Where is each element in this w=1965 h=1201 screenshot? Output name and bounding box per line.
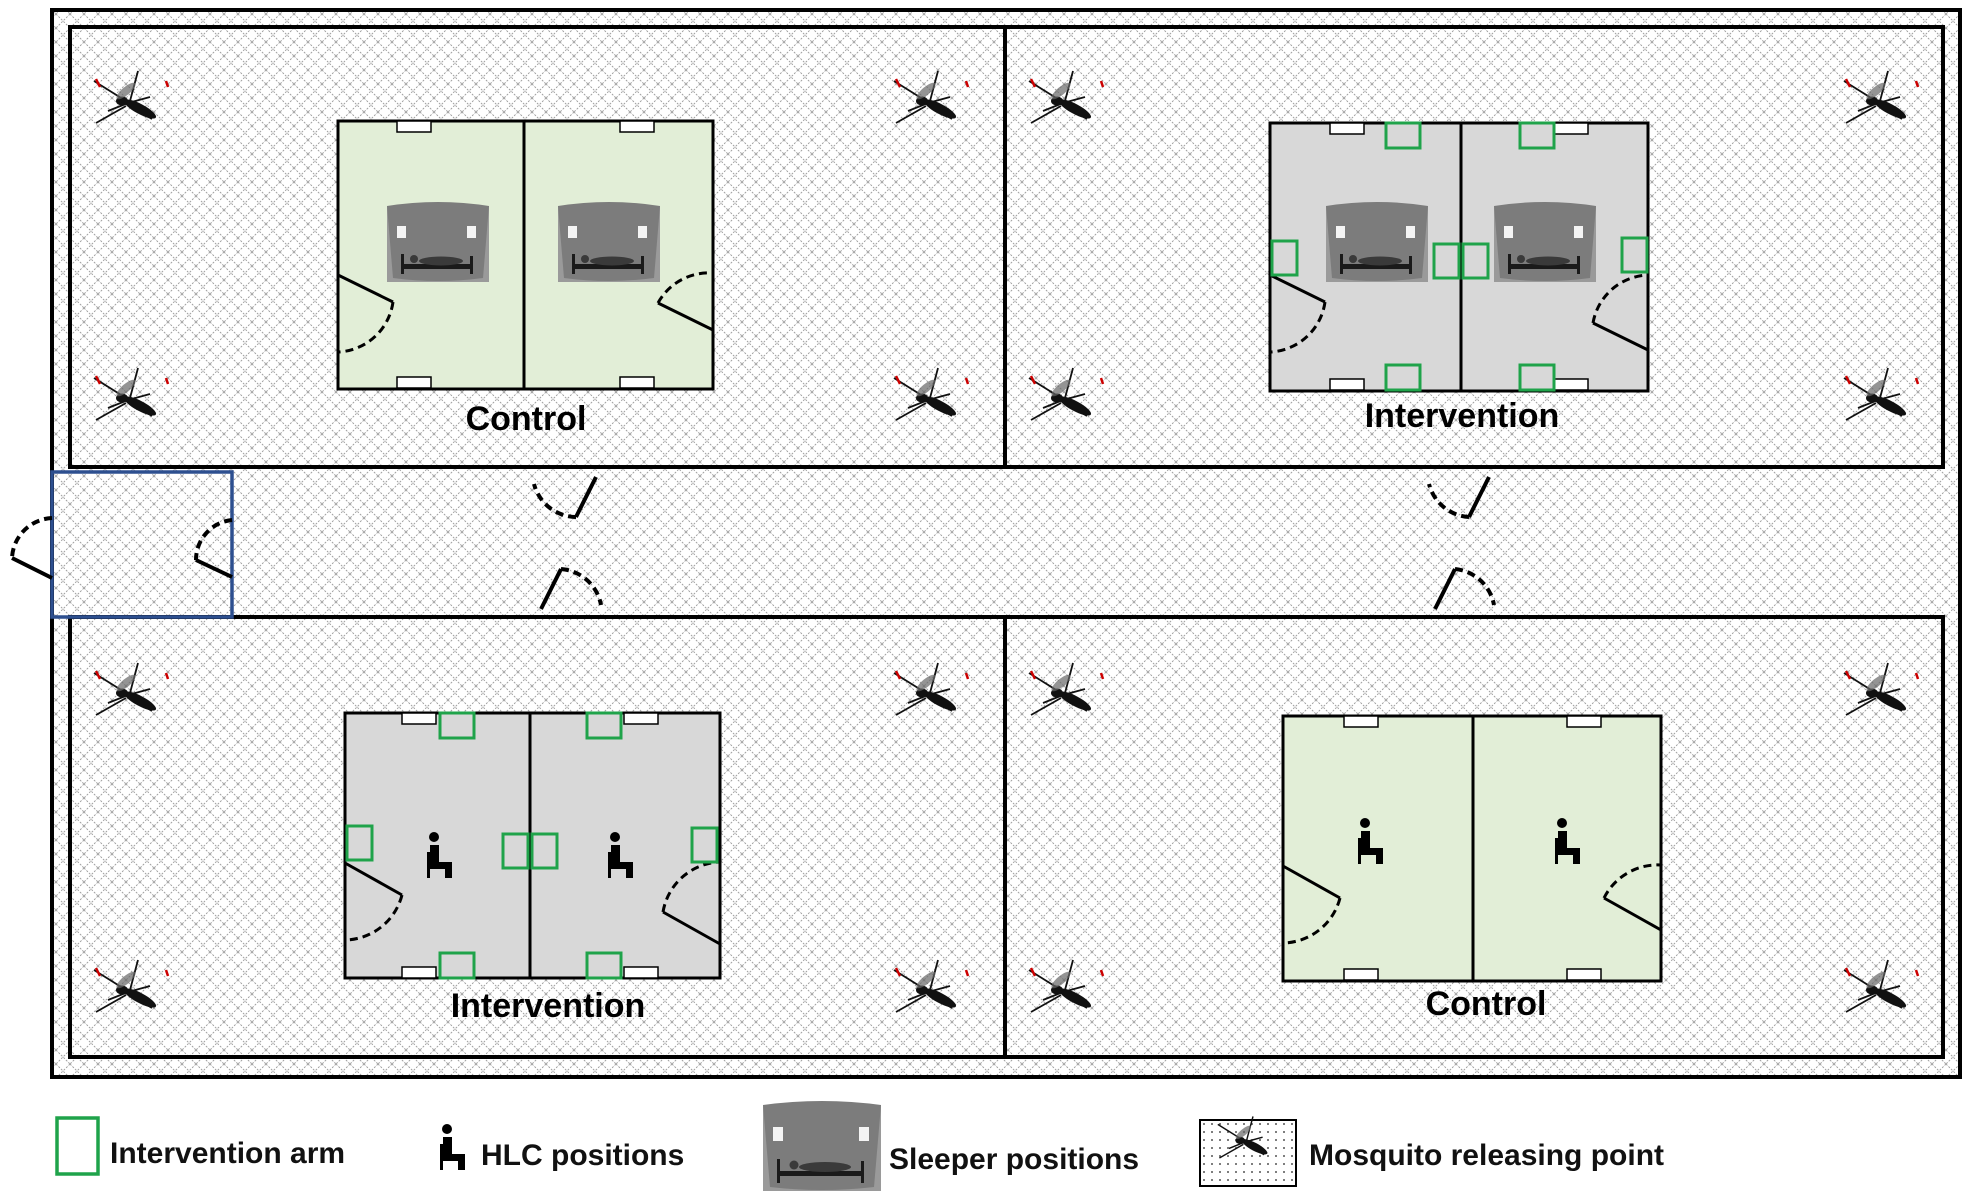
mosquito-icon xyxy=(1028,70,1105,124)
chamber-label: Control xyxy=(1426,985,1547,1023)
sleeper-bed-icon xyxy=(763,1101,881,1191)
sleeper-bed-icon xyxy=(1494,202,1596,282)
legend-label: Intervention arm xyxy=(110,1137,345,1170)
mosquito-icon xyxy=(893,662,970,716)
mosquito-icon xyxy=(1217,1116,1268,1159)
seated-person-icon xyxy=(440,1124,465,1170)
window xyxy=(1553,378,1589,391)
mosquito-icon xyxy=(893,959,970,1013)
hut-bottom-right: Control xyxy=(1281,714,1663,1023)
mosquito-icon xyxy=(1843,70,1920,124)
window xyxy=(401,712,437,725)
chamber-label: Control xyxy=(466,400,587,438)
door xyxy=(337,271,714,354)
chamber-bottom-right xyxy=(1003,615,1945,1059)
legend-label: Sleeper positions xyxy=(889,1143,1139,1176)
legend-item-hlc-positions: HLC positions xyxy=(440,1124,684,1172)
hut-top-left: Control xyxy=(336,119,715,438)
window xyxy=(619,120,655,133)
legend-item-intervention-arm: Intervention arm xyxy=(55,1116,345,1176)
legend: Intervention arm HLC positions xyxy=(55,1101,1664,1191)
hut-bottom-left: Intervention xyxy=(343,711,722,1025)
mosquito-icon xyxy=(1843,959,1920,1013)
anteroom xyxy=(50,470,234,619)
door xyxy=(1269,273,1649,354)
mosquito-icon xyxy=(893,70,970,124)
door xyxy=(1282,863,1662,945)
intervention-arm-markers xyxy=(1270,121,1649,392)
green-square-icon xyxy=(55,1116,100,1176)
mosquito-icon xyxy=(93,70,170,124)
legend-label: HLC positions xyxy=(481,1139,684,1172)
window xyxy=(1343,968,1379,981)
chamber-label: Intervention xyxy=(451,987,646,1025)
legend-label: Mosquito releasing point xyxy=(1309,1139,1664,1172)
window xyxy=(623,966,659,979)
mosquito-icon xyxy=(1843,367,1920,421)
chamber-label: Intervention xyxy=(1365,397,1560,435)
mosquito-icon xyxy=(93,367,170,421)
mosquito-icon xyxy=(93,662,170,716)
seated-person-icon xyxy=(427,832,452,878)
seated-person-icon xyxy=(608,832,633,878)
sleeper-bed-icon xyxy=(558,202,660,282)
mosquito-icon xyxy=(1028,662,1105,716)
seated-person-icon xyxy=(1555,818,1580,864)
mosquito-release-points xyxy=(93,70,1920,1013)
window xyxy=(396,376,432,389)
corridor-doors xyxy=(532,476,1496,610)
legend-item-mosquito-releasing-point: Mosquito releasing point xyxy=(1199,1116,1664,1187)
window xyxy=(1329,122,1365,135)
window xyxy=(623,712,659,725)
window xyxy=(1566,715,1602,728)
sleeper-bed-icon xyxy=(387,202,489,282)
mosquito-icon xyxy=(1843,662,1920,716)
chamber-top-right xyxy=(1003,25,1945,469)
entrance-door xyxy=(10,516,233,580)
window xyxy=(619,376,655,389)
seated-person-icon xyxy=(1358,818,1383,864)
sleeper-bed-icon xyxy=(1326,202,1428,282)
window xyxy=(396,120,432,133)
mosquito-icon xyxy=(1028,367,1105,421)
mosquito-icon xyxy=(1028,959,1105,1013)
window xyxy=(1553,122,1589,135)
window xyxy=(1329,378,1365,391)
intervention-arm-markers xyxy=(345,711,719,980)
hut-top-right: Intervention xyxy=(1268,121,1650,435)
mosquito-icon xyxy=(93,959,170,1013)
mosquito-icon xyxy=(893,367,970,421)
window xyxy=(401,966,437,979)
window xyxy=(1566,968,1602,981)
window xyxy=(1343,715,1379,728)
legend-item-sleeper-positions: Sleeper positions xyxy=(763,1101,1139,1191)
